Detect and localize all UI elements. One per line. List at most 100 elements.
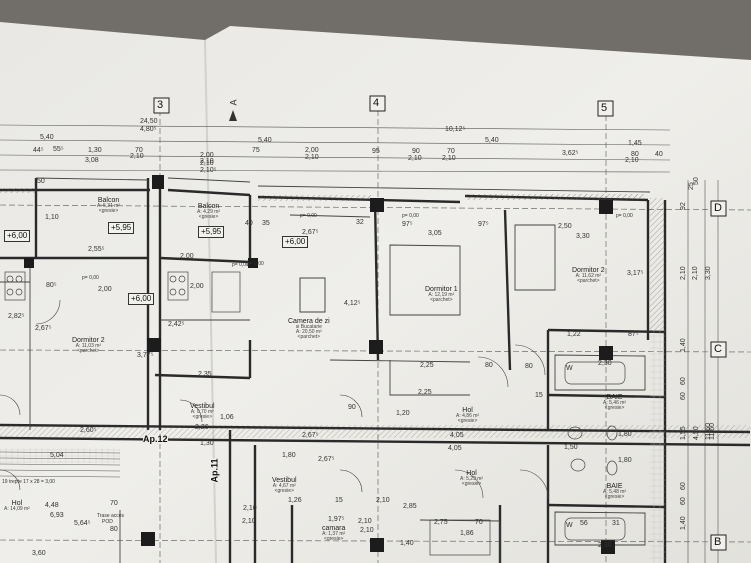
- interior-dim: 1,22: [567, 331, 581, 338]
- level-marker: +5,95: [108, 222, 135, 234]
- grid-column-tag: 5: [601, 102, 608, 114]
- dim-segment: 70: [447, 148, 455, 155]
- interior-dim: 1,80: [282, 452, 296, 459]
- room-name: Dormitor 2: [572, 267, 605, 274]
- opening-dim: 2,10: [305, 154, 319, 161]
- interior-dim: 2,42⁵: [168, 321, 185, 328]
- interior-dim: 2,85: [403, 503, 417, 510]
- right-dim: 1,40: [680, 338, 687, 352]
- interior-dim: 97⁵: [478, 221, 489, 228]
- interior-dim: 2,10: [243, 505, 257, 512]
- walls: [0, 178, 751, 563]
- wall-dim: 50: [37, 178, 45, 185]
- opening-dim: 2,10: [442, 155, 456, 162]
- right-dimension-lines: [687, 180, 719, 563]
- interior-dim: 2,10: [376, 497, 390, 504]
- interior-dim: 35: [262, 220, 270, 227]
- interior-dim: 80: [485, 362, 493, 369]
- room-name: Hol: [11, 500, 23, 507]
- interior-dim: 80: [525, 363, 533, 370]
- room-name: BAIE: [606, 483, 623, 490]
- interior-dim: 2,30: [598, 542, 612, 549]
- hatched-walls: [0, 188, 750, 563]
- interior-dim: 2,75: [434, 519, 448, 526]
- interior-dim: 1,20: [396, 410, 410, 417]
- room-subtitle: si Bucatarie: [295, 324, 322, 330]
- level-marker: +5,95: [198, 226, 225, 238]
- room-floor-finish: <parchet>: [297, 334, 321, 340]
- interior-dim: 2,67⁵: [302, 229, 319, 236]
- opening-dim: 2,10: [200, 160, 214, 167]
- interior-dim: 1,50: [564, 444, 578, 451]
- interior-dim: 2,82⁵: [8, 313, 25, 320]
- room-name: Balcon: [197, 203, 220, 210]
- level-marker: +6,00: [282, 236, 309, 248]
- dim-segment: 1,45: [628, 140, 642, 147]
- room-name: Balcon: [97, 197, 120, 204]
- interior-dim: 2,10: [242, 518, 256, 525]
- dim-segment: 40: [655, 151, 663, 158]
- room-area: A: 12,19 m²: [428, 292, 455, 298]
- interior-dim: 5,04: [50, 452, 64, 459]
- room-floor-finish: <gresie>: [274, 488, 294, 494]
- room-floor-finish: <gresie>: [323, 536, 344, 542]
- room-area: A: 0,70 m²: [190, 409, 214, 415]
- floor-level-note: p= 0,00: [232, 262, 249, 268]
- apartment-label-11: Ap.11: [209, 458, 220, 483]
- interior-dim: 2,35: [198, 371, 212, 378]
- room-area: A: 5,31 m²: [97, 203, 121, 209]
- dim-segment: 3,62⁵: [562, 150, 579, 157]
- interior-dim: 2,00: [180, 253, 194, 260]
- interior-dim: 40: [245, 220, 253, 227]
- level-marker: +6,00: [128, 293, 155, 305]
- right-dim: 60: [680, 377, 687, 385]
- room-floor-finish: <parchet>: [77, 348, 100, 354]
- interior-dim: 31: [612, 520, 620, 527]
- grid-row-tag: C: [714, 343, 722, 355]
- apartment-label-12: Ap.12: [143, 434, 168, 444]
- room-area: A: 4,86 m²: [456, 413, 480, 419]
- right-dim: 60: [680, 482, 687, 490]
- room-area: A: 20,50 m²: [295, 329, 322, 335]
- right-dim: 1,40: [680, 516, 687, 530]
- washer-label: W: [566, 365, 573, 372]
- room-name: BAIE: [606, 394, 623, 401]
- interior-dim: 3,60: [32, 550, 46, 557]
- interior-dim: 1,86: [460, 530, 474, 537]
- room-area: A: 5,48 m²: [603, 489, 627, 495]
- dim-segment: 55⁵: [53, 146, 64, 153]
- trase-acces-label: Trase acces: [97, 513, 125, 519]
- interior-dim: 80⁵: [46, 282, 57, 289]
- interior-dim: 32: [356, 219, 364, 226]
- interior-dim: 2,67⁵: [302, 432, 319, 439]
- dim-segment: 80: [631, 151, 639, 158]
- dim-segment: 70: [135, 147, 143, 154]
- room-area: A: 4,67 m²: [272, 483, 296, 489]
- grid-row-tag: B: [714, 536, 722, 548]
- grid-row-tag: D: [714, 202, 722, 214]
- room-area: A: 1,37 m²: [322, 531, 346, 537]
- interior-dim: 2,00: [98, 286, 112, 293]
- dim-segment: 2,00: [305, 147, 319, 154]
- right-dim: 92: [680, 202, 687, 210]
- dim-total: 24,50: [140, 118, 158, 125]
- room-floor-finish: <gresie>: [604, 494, 625, 500]
- right-dim: 4,50: [693, 426, 700, 440]
- interior-dim: 90: [348, 404, 356, 411]
- room-floor-finish: <gresie>: [604, 405, 625, 411]
- interior-dim: 15: [535, 392, 543, 399]
- door-swings: [0, 299, 549, 499]
- interior-dim: 97⁵: [402, 221, 413, 228]
- dim-segment: 44⁵: [33, 147, 44, 154]
- room-area: A: 5,29 m²: [460, 476, 484, 482]
- room-area: A: 11,03 m²: [75, 343, 102, 349]
- room-name: Vestibul: [190, 403, 215, 410]
